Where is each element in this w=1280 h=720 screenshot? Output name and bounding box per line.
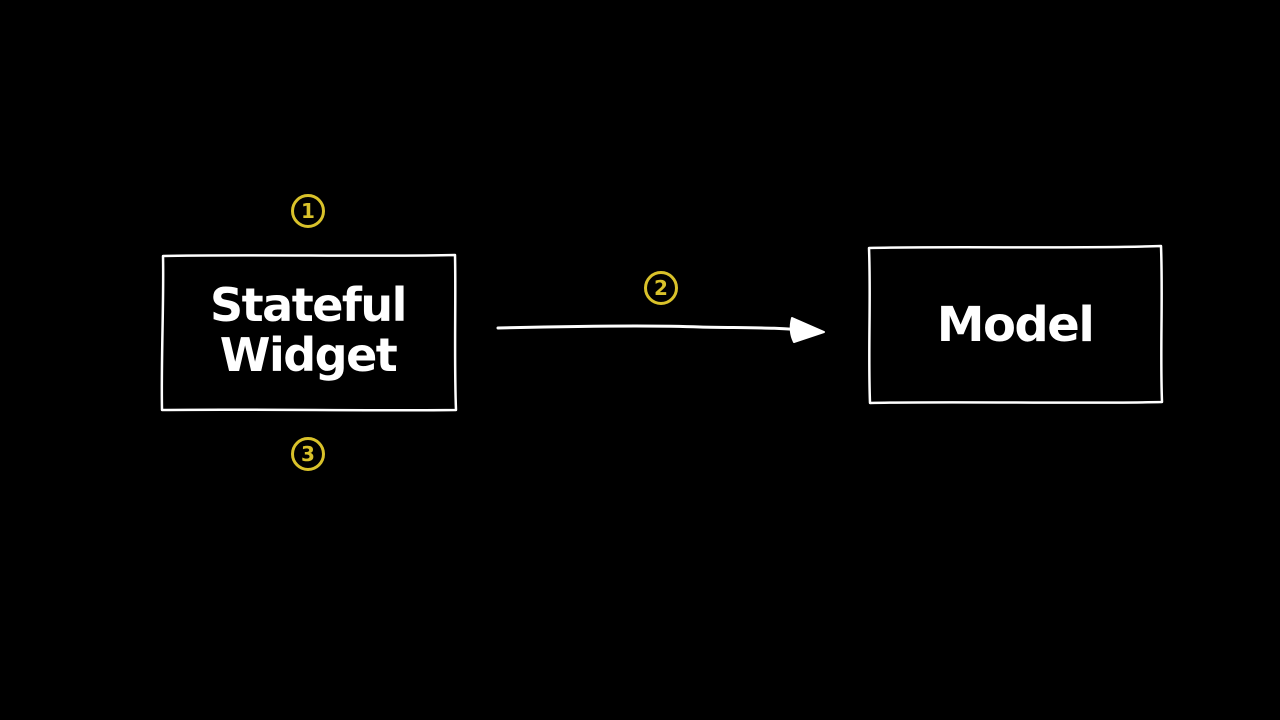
step-marker-1: 1 (290, 193, 326, 229)
arrow-line (496, 324, 812, 333)
model-box (867, 244, 1164, 405)
step-circle-icon (291, 437, 325, 471)
step-marker-2: 2 (643, 270, 679, 306)
step-number: 1 (301, 199, 315, 223)
step-number: 2 (654, 276, 668, 300)
stateful-widget-box (160, 253, 458, 412)
stateful-widget-label: Stateful Widget (163, 280, 453, 380)
stateful-widget-label-line2: Widget (219, 328, 398, 382)
step-marker-3: 3 (290, 436, 326, 472)
step-circle-icon (291, 194, 325, 228)
arrow-head (789, 317, 825, 343)
stateful-widget-label-line1: Stateful (210, 278, 407, 332)
step-number: 3 (301, 442, 315, 466)
step-circle-icon (644, 271, 678, 305)
model-label: Model (936, 297, 1095, 353)
